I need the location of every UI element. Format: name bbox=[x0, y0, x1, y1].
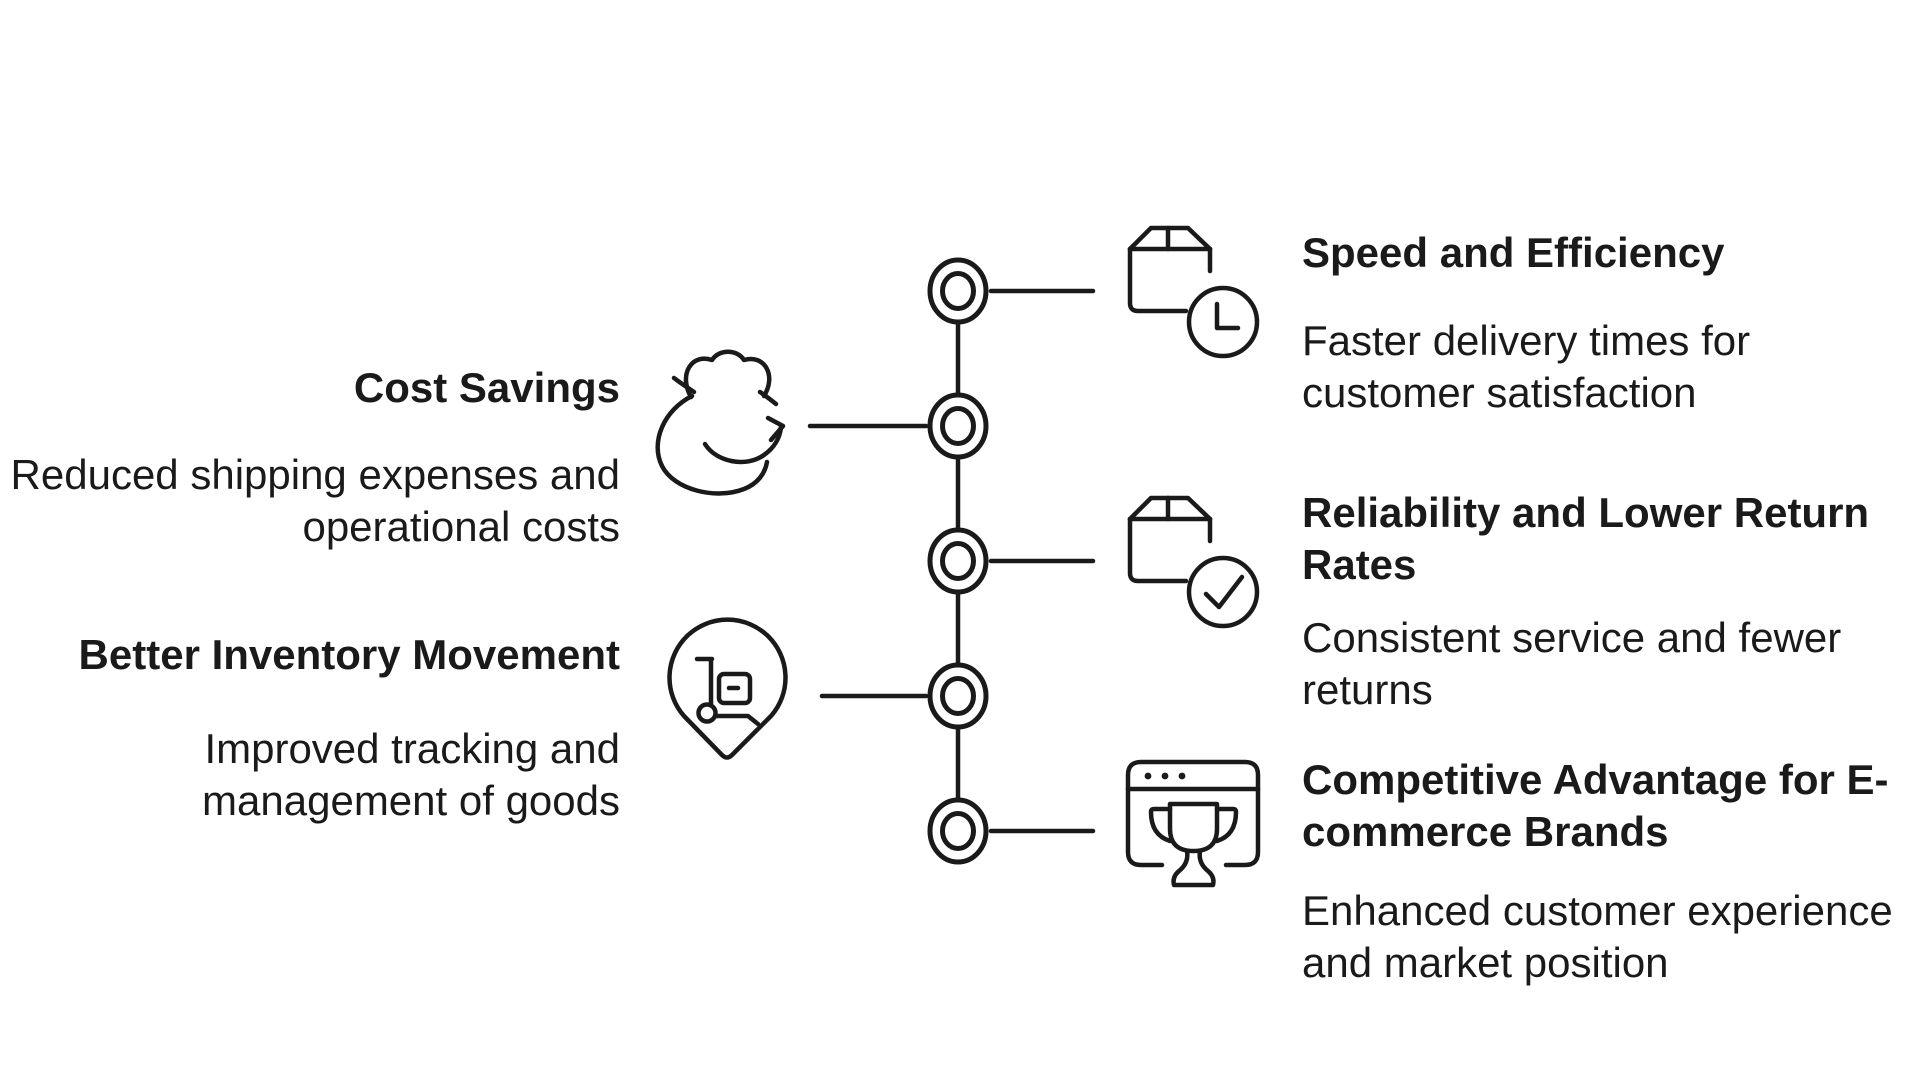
item-title-cost-savings: Cost Savings bbox=[353, 364, 620, 411]
timeline-node-1 bbox=[927, 257, 989, 325]
item-description-inventory-movement: Improved tracking and management of good… bbox=[202, 725, 620, 824]
timeline-node-2 bbox=[927, 392, 989, 460]
handtruck-box bbox=[716, 671, 753, 706]
package-clock-icon bbox=[1127, 225, 1260, 359]
item-description-reliability: Consistent service and fewer returns bbox=[1302, 614, 1842, 713]
item-description-competitive-advantage: Enhanced customer experience and market … bbox=[1302, 887, 1893, 986]
location-pin-handtruck-icon bbox=[667, 617, 788, 760]
timeline-node-5 bbox=[927, 797, 989, 865]
browser-frame bbox=[1125, 759, 1261, 868]
check-circle-icon bbox=[1186, 555, 1260, 629]
item-title-speed-efficiency: Speed and Efficiency bbox=[1302, 229, 1725, 276]
timeline-node-4 bbox=[927, 662, 989, 730]
browser-trophy-icon bbox=[1125, 759, 1261, 888]
item-title-reliability: Reliability and Lower Return Rates bbox=[1302, 489, 1870, 588]
item-description-speed-efficiency: Faster delivery times for customer satis… bbox=[1302, 317, 1751, 416]
item-title-competitive-advantage: Competitive Advantage for E- commerce Br… bbox=[1302, 756, 1889, 855]
timeline-node-3 bbox=[927, 527, 989, 595]
package-check-icon bbox=[1127, 495, 1260, 629]
handtruck-handle bbox=[694, 656, 715, 707]
money-bag-arrow-icon bbox=[655, 349, 786, 496]
browser-dots bbox=[1144, 772, 1186, 780]
handtruck-base bbox=[713, 713, 761, 727]
item-title-inventory-movement: Better Inventory Movement bbox=[78, 631, 620, 678]
pin-outline bbox=[667, 617, 788, 760]
arrow-head bbox=[765, 415, 786, 443]
trophy-icon bbox=[1148, 801, 1239, 888]
arrow-shaft bbox=[702, 424, 784, 465]
item-description-cost-savings: Reduced shipping expenses and operationa… bbox=[10, 451, 620, 550]
check-mark bbox=[1203, 574, 1245, 610]
clock-hands bbox=[1214, 301, 1241, 331]
clock-icon bbox=[1186, 285, 1260, 359]
handtruck-wheel bbox=[696, 702, 718, 724]
